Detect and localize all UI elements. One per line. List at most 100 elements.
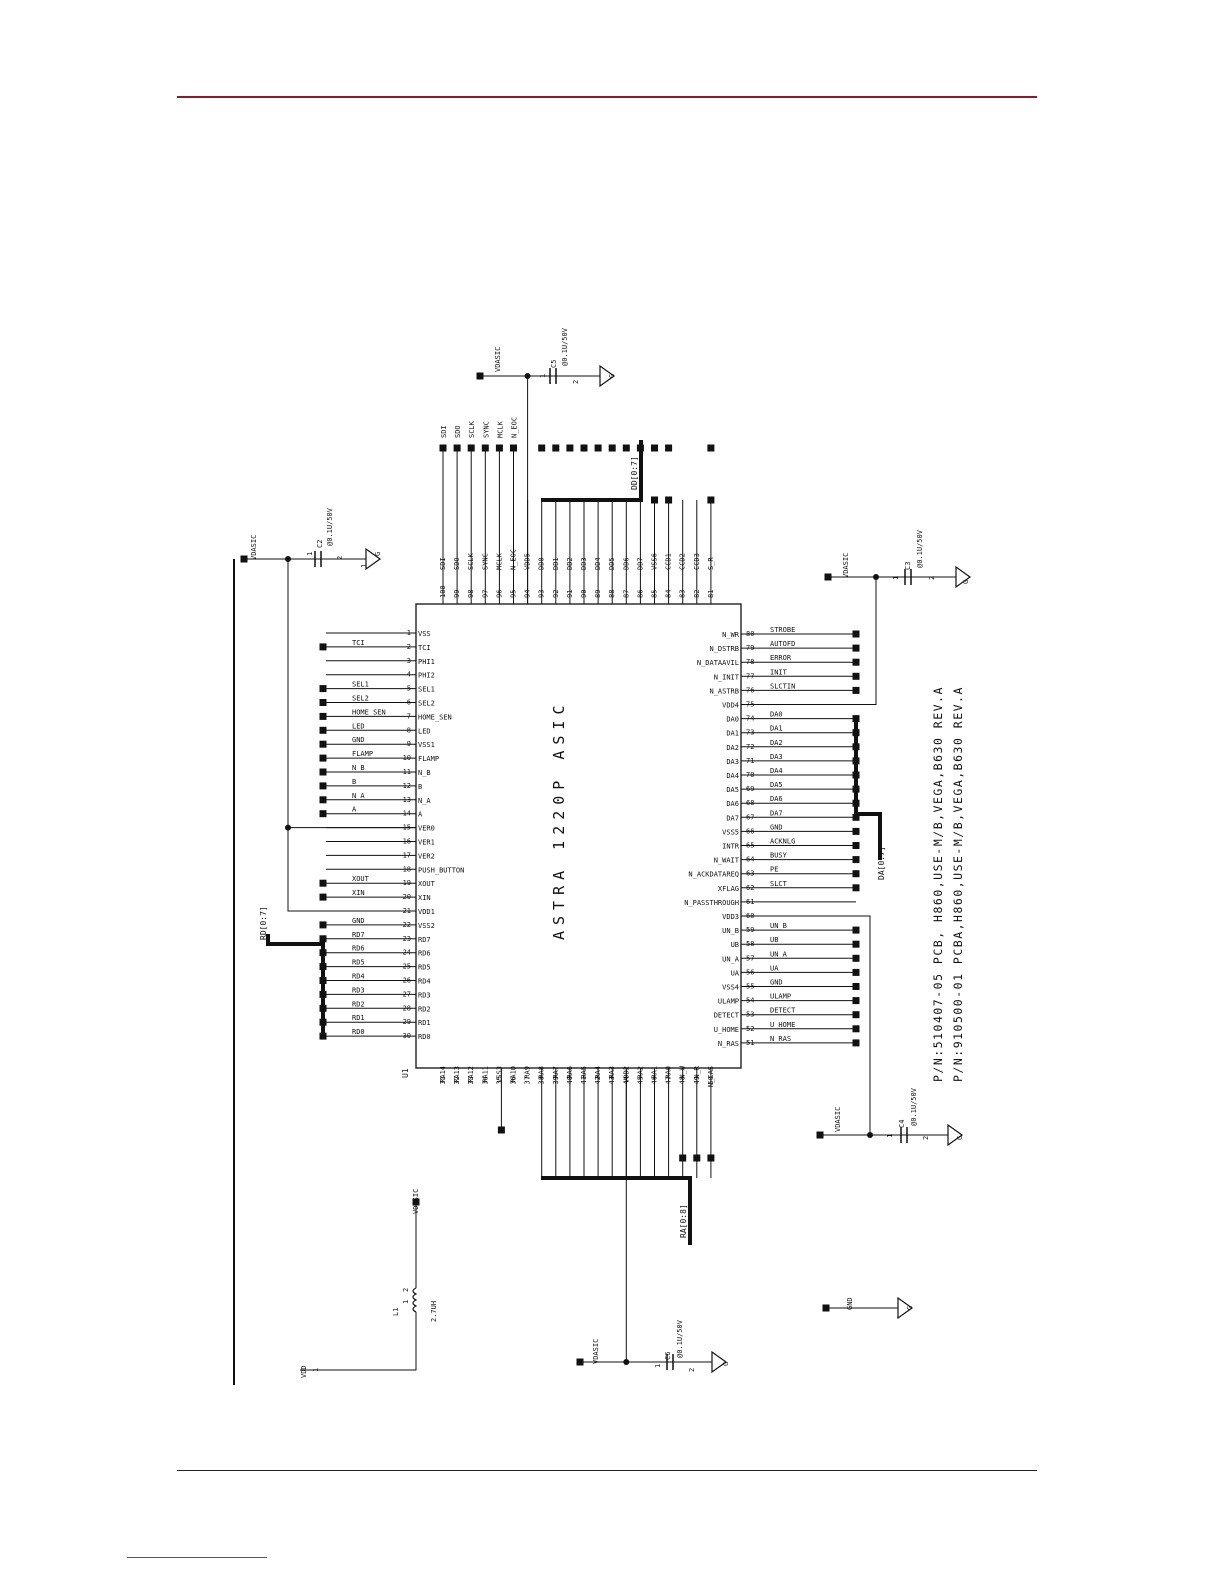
net-label: DA5 xyxy=(770,781,783,789)
pin-name: MCLK xyxy=(495,552,503,570)
pin-name: XOUT xyxy=(418,880,436,888)
pin-name: VER2 xyxy=(418,852,435,860)
pin-number: 71 xyxy=(746,757,754,765)
pin-name: VSS6 xyxy=(651,553,659,570)
net-label: RD6 xyxy=(352,945,365,953)
cap-pin1: 1 xyxy=(306,552,314,556)
pin-number: 78 xyxy=(746,658,754,666)
net-label: GND xyxy=(352,917,365,925)
cap-pin2: 2 xyxy=(572,380,580,384)
net-terminal xyxy=(707,444,715,452)
pin-number: 92 xyxy=(552,590,560,598)
net-terminal xyxy=(319,879,327,887)
asic-chip-body xyxy=(415,603,742,1069)
net-terminal xyxy=(852,743,860,751)
net-terminal xyxy=(852,1025,860,1033)
net-label: MCLK xyxy=(496,420,504,438)
net-label: RD4 xyxy=(352,973,365,981)
pin-number: 17 xyxy=(403,851,411,859)
pin-number: 46 xyxy=(651,1076,659,1084)
pin-number: 32 xyxy=(453,1076,461,1084)
pin-number: 19 xyxy=(403,879,411,887)
net-terminal xyxy=(319,740,327,748)
pin-number: 95 xyxy=(510,590,518,598)
pin-name: XIN xyxy=(418,894,431,902)
ground-symbol xyxy=(897,1296,914,1320)
net-terminal xyxy=(319,893,327,901)
net-terminal xyxy=(552,444,560,452)
pin-number: 13 xyxy=(403,796,411,804)
net-terminal xyxy=(319,796,327,804)
pin-name: SDO xyxy=(453,557,461,570)
net-label: STROBE xyxy=(770,626,795,634)
pin-name: RA13 xyxy=(453,1066,461,1083)
net-terminal xyxy=(852,997,860,1005)
cap-pin1: 1 xyxy=(892,576,900,580)
net-terminal xyxy=(608,444,616,452)
pin-name: DD1 xyxy=(552,557,560,570)
net-label: A xyxy=(352,806,357,814)
net-label: UN_A xyxy=(770,950,788,958)
cap-ref: C5 xyxy=(550,360,558,368)
connector-terminal xyxy=(240,555,248,563)
pin-name: UB xyxy=(731,941,739,949)
pin-name: N_PASSTHROUGH xyxy=(684,899,739,907)
net-label: INIT xyxy=(770,668,788,676)
pin-name: RD4 xyxy=(418,978,431,986)
net-label: U_HOME xyxy=(770,1021,795,1029)
pin-name: UN_A xyxy=(722,955,740,963)
net-label-vdasic: VDASIC xyxy=(592,1339,600,1364)
net-label-gnd: GND xyxy=(846,1297,854,1310)
part-number-pcb: P/N:510407-05 PCB, H860,USE-M/B,VEGA,B63… xyxy=(931,686,945,1082)
junction-dot xyxy=(285,824,291,831)
pin-number: 8 xyxy=(407,726,411,734)
bus-label-dd: DD[0:7] xyxy=(630,456,639,490)
pin-name: RA6 xyxy=(566,1066,574,1079)
pin-number: 72 xyxy=(746,743,754,751)
pin-name: DA5 xyxy=(726,786,739,794)
pin-number: 21 xyxy=(403,907,411,915)
net-label: FLAMP xyxy=(352,750,373,758)
net-terminal xyxy=(852,884,860,892)
pin-number: 73 xyxy=(746,729,754,737)
pin-name: RA14 xyxy=(439,1066,447,1083)
pin-name: PUSH_BUTTON xyxy=(418,866,464,874)
net-label: SYNC xyxy=(482,421,490,438)
pin-number: 41 xyxy=(580,1076,588,1084)
net-label: DA4 xyxy=(770,767,783,775)
net-label: RD1 xyxy=(352,1014,365,1022)
net-terminal xyxy=(319,963,327,971)
pin-number: 85 xyxy=(651,590,659,598)
pin-number: 34 xyxy=(481,1076,489,1084)
pin-number: 61 xyxy=(746,898,754,906)
net-terminal xyxy=(707,496,715,504)
pin-number: 86 xyxy=(636,590,644,598)
net-terminal xyxy=(566,444,574,452)
net-label: XIN xyxy=(352,889,365,897)
net-terminal xyxy=(852,757,860,765)
pin-name: A xyxy=(418,811,423,819)
pin-number: 54 xyxy=(746,997,754,1005)
pin-name: N_RAS xyxy=(718,1040,739,1048)
pin-name: DD0 xyxy=(538,557,546,570)
pin-number: 37 xyxy=(524,1076,532,1084)
net-label: GND xyxy=(770,823,783,831)
net-label-vdasic: VDASIC xyxy=(250,535,258,560)
cap-pin2: 2 xyxy=(922,1136,930,1140)
pin-name: RD5 xyxy=(418,964,431,972)
pin-number: 27 xyxy=(403,990,411,998)
ground-symbol-label: G xyxy=(608,374,616,378)
pin-number: 42 xyxy=(594,1076,602,1084)
pin-name: RA12 xyxy=(467,1066,475,1083)
pin-number: 30 xyxy=(403,1032,411,1040)
pin-name: DD3 xyxy=(580,557,588,570)
pin-name: VDD3 xyxy=(722,913,739,921)
part-number-pcba: P/N:910500-01 PCBA,H860,USE-M/B,VEGA,B63… xyxy=(951,686,965,1082)
footer-link-underline xyxy=(127,1557,267,1558)
chip-ref: U1 xyxy=(401,1068,410,1078)
pin-name: RA11 xyxy=(481,1066,489,1083)
net-label: DETECT xyxy=(770,1007,796,1015)
net-label: SDO xyxy=(454,425,462,438)
pin-name: INTR xyxy=(722,843,740,851)
net-label: SLCTIN xyxy=(770,682,795,690)
